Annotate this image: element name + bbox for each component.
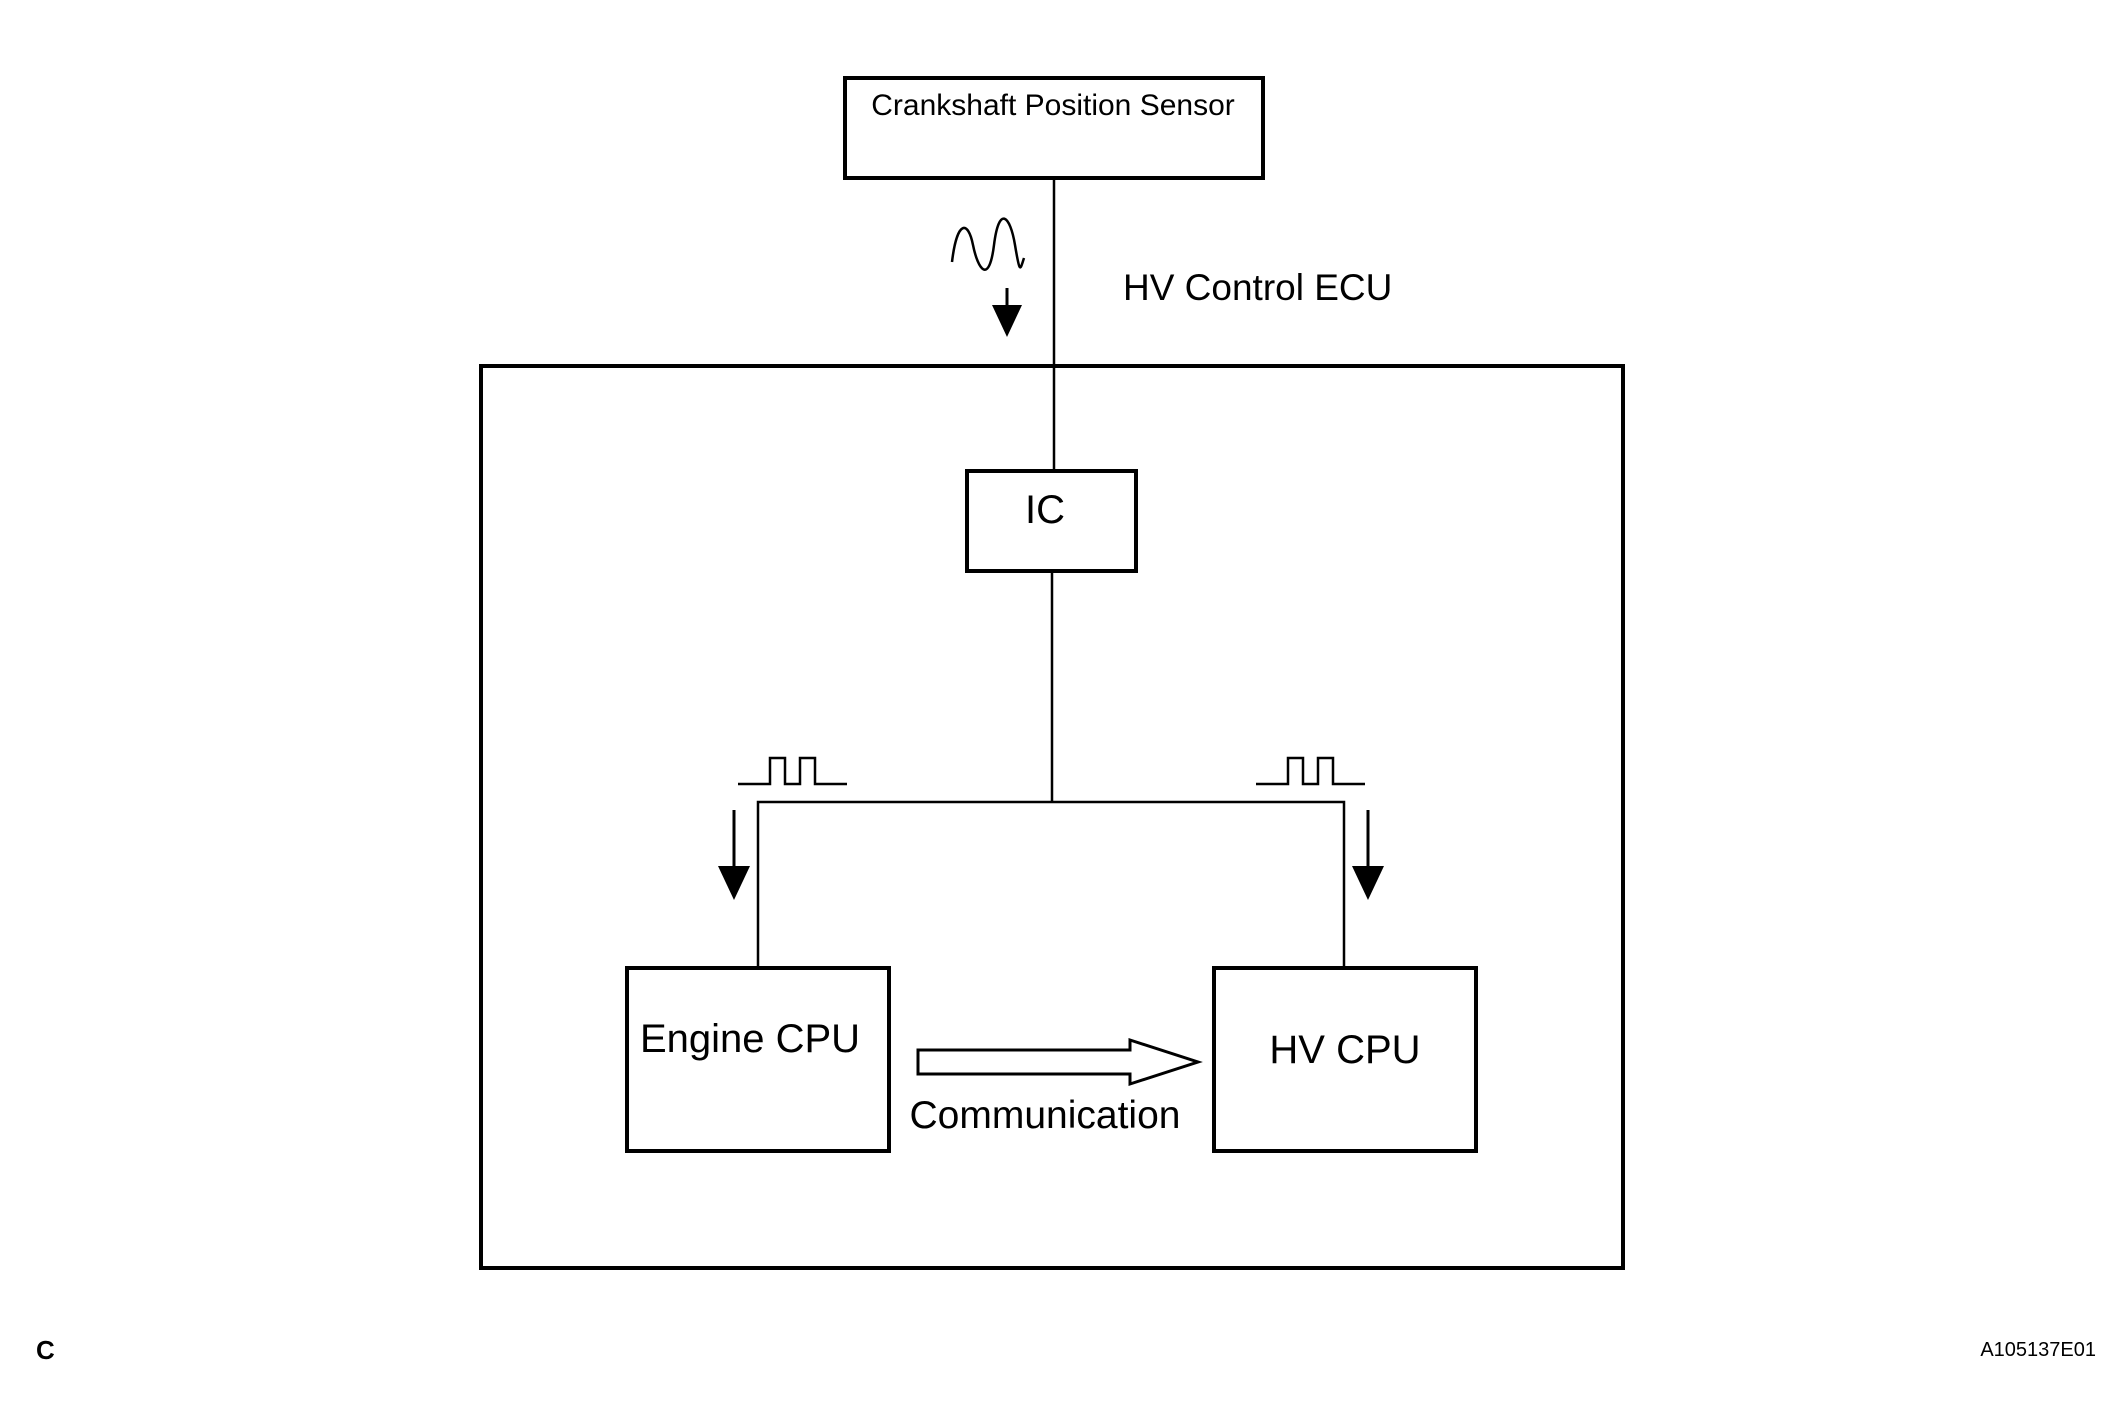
pulse-wave-icon [738, 756, 847, 786]
sine-wave-icon [950, 217, 1026, 271]
hv-control-ecu-box [479, 364, 1625, 1270]
sine-arrow-head-icon [992, 305, 1022, 337]
left-arrow-head-icon [718, 866, 750, 900]
hv-cpu-block: HV CPU [1212, 966, 1478, 1153]
ic-box [965, 469, 1138, 573]
crankshaft-position-sensor-block: Crankshaft Position Sensor [843, 76, 1265, 180]
right-pulse-indicator [1256, 756, 1384, 900]
communication-arrow-icon [916, 1037, 1203, 1087]
figure-code: A105137E01 [1980, 1339, 2096, 1361]
left-pulse-indicator [718, 756, 847, 900]
sine-signal-indicator [950, 217, 1026, 337]
ic-label: IC [1025, 488, 1065, 532]
engine-cpu-block: Engine CPU [625, 966, 891, 1153]
ic-block: IC [965, 469, 1138, 573]
engine-cpu-box [625, 966, 891, 1153]
branch-lines [756, 800, 1346, 968]
hv-cpu-box [1212, 966, 1478, 1153]
pulse-wave-icon [1256, 756, 1365, 786]
communication-label: Communication [910, 1094, 1181, 1137]
engine-cpu-label: Engine CPU [640, 1017, 860, 1061]
right-arrow-head-icon [1352, 866, 1384, 900]
hv-control-ecu-label: HV Control ECU [1123, 267, 1392, 308]
hv-cpu-label: HV CPU [1269, 1028, 1420, 1072]
corner-letter: C [36, 1335, 55, 1365]
crankshaft-position-sensor-label: Crankshaft Position Sensor [871, 89, 1235, 122]
crankshaft-position-sensor-box [843, 76, 1265, 180]
